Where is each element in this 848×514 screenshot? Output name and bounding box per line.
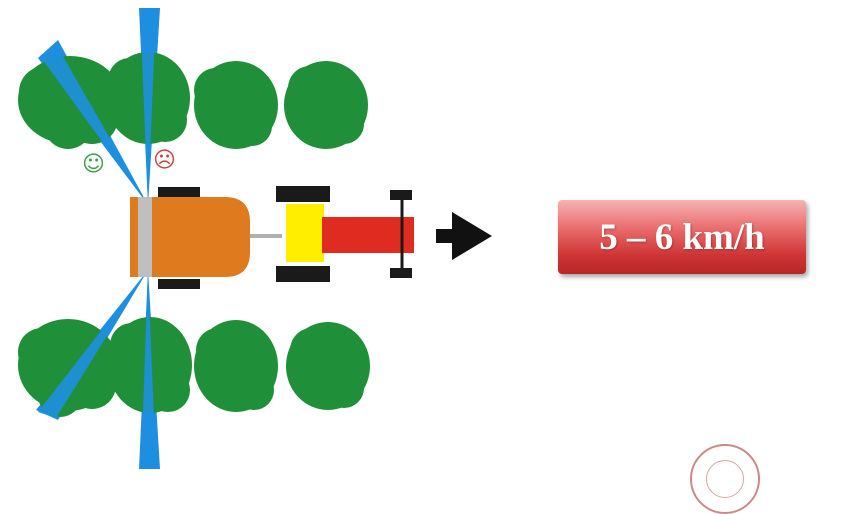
tractor (276, 186, 414, 282)
tractor-rear-wheel-top (276, 186, 330, 202)
sprayer-wheel-top (158, 187, 200, 197)
tractor-cab (286, 204, 324, 262)
tree-top-3 (194, 61, 278, 149)
tractor-front-wheel-bottom (390, 268, 412, 278)
tree-row-top (18, 52, 368, 149)
happy-face-icon: ☺ (82, 152, 105, 177)
tractor-front-wheel-top (390, 190, 412, 200)
tractor-hood (322, 217, 414, 253)
tractor-rear-wheel-bottom (276, 266, 330, 282)
speed-label: 5 – 6 km/h (599, 216, 765, 258)
direction-arrow (436, 212, 492, 260)
speed-badge: 5 – 6 km/h (558, 200, 806, 274)
tree-bottom-3 (194, 320, 278, 412)
orchard-spraying-diagram (18, 8, 492, 469)
tree-row-bottom (18, 317, 370, 417)
sprayer-tank (130, 197, 250, 277)
tree-top-4 (284, 61, 368, 149)
institution-seal-inner-ring (706, 460, 744, 498)
sad-face-icon: ☹ (153, 148, 176, 173)
sprayer-fan-housing (138, 197, 152, 277)
spray-overlay (38, 8, 156, 469)
drawbar (250, 234, 282, 238)
tree-bottom-4 (286, 322, 370, 410)
sprayer-wheel-bottom (158, 279, 200, 289)
sprayer (130, 187, 282, 289)
